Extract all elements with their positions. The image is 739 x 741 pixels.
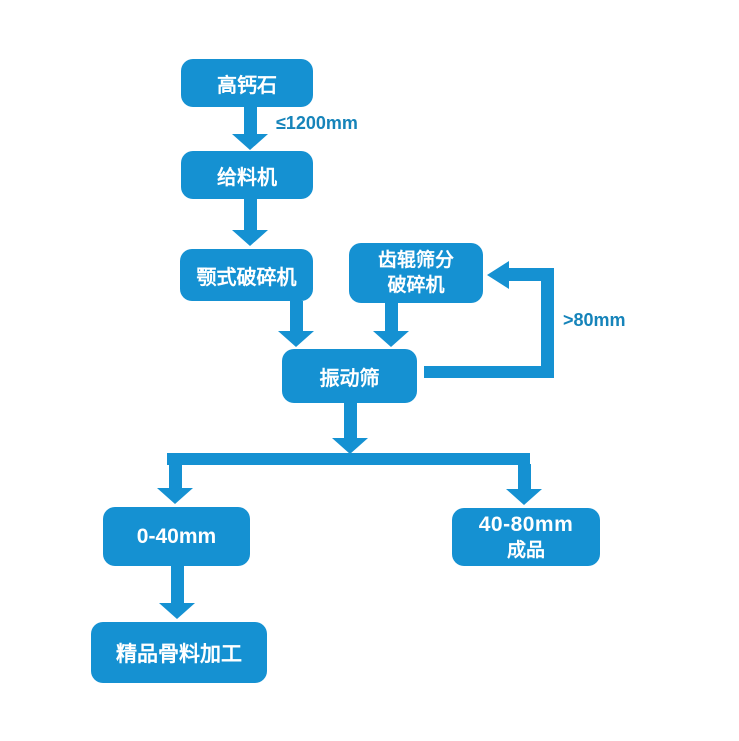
node-feeder: 给料机 <box>181 151 313 199</box>
edge-label-oversize: >80mm <box>563 310 626 330</box>
arrow-down-icon <box>506 489 542 505</box>
arrow-bar <box>243 198 257 232</box>
arrow-bar <box>384 303 398 333</box>
arrow-down-icon <box>232 134 268 150</box>
arrow-splitter-to-product-40-80 <box>506 464 542 505</box>
node-roller-crusher-label-line1: 齿辊筛分 <box>377 250 454 271</box>
arrow-bar <box>170 566 184 605</box>
feedback-top-bar <box>509 268 554 281</box>
node-product-0-40-label: 0-40mm <box>136 524 217 548</box>
arrow-feeder-to-jaw-crusher <box>232 198 268 246</box>
node-feeder-label: 给料机 <box>217 166 277 189</box>
arrow-roller-crusher-to-screen <box>373 303 409 347</box>
node-jaw-crusher-label: 颚式破碎机 <box>196 266 297 289</box>
arrow-splitter-to-product-0-40 <box>157 464 193 504</box>
arrow-down-icon <box>159 603 195 619</box>
node-product-40-80-label-line1: 40-80mm <box>478 512 574 536</box>
arrow-bar <box>517 464 531 491</box>
feedback-vertical-bar <box>541 268 554 378</box>
arrow-down-icon <box>332 438 368 454</box>
node-roller-crusher-label-line2: 破碎机 <box>387 275 445 296</box>
arrow-source-to-feeder <box>232 106 268 150</box>
node-source: 高钙石 <box>181 59 313 107</box>
node-vibrating-screen-label: 振动筛 <box>319 367 380 390</box>
splitter-bar <box>167 453 530 465</box>
arrow-bar <box>243 106 257 136</box>
arrow-down-icon <box>232 230 268 246</box>
arrow-bar <box>289 301 303 333</box>
edge-label-max-feed: ≤1200mm <box>276 113 358 133</box>
node-aggregate-label: 精品骨料加工 <box>116 642 242 666</box>
arrow-jaw-crusher-to-screen <box>278 301 314 347</box>
arrow-down-icon <box>278 331 314 347</box>
arrow-screen-to-splitter <box>332 403 368 454</box>
arrow-bar <box>168 464 182 490</box>
arrow-down-icon <box>373 331 409 347</box>
node-vibrating-screen: 振动筛 <box>282 349 417 403</box>
node-product-0-40: 0-40mm <box>103 507 250 566</box>
node-product-40-80: 40-80mm 成品 <box>452 508 600 566</box>
arrow-down-icon <box>157 488 193 504</box>
node-jaw-crusher: 颚式破碎机 <box>180 249 313 301</box>
node-aggregate: 精品骨料加工 <box>91 622 267 683</box>
arrow-bar <box>343 403 357 440</box>
arrow-product-0-40-to-aggregate <box>159 566 195 619</box>
node-source-label: 高钙石 <box>217 74 277 97</box>
node-product-40-80-label-line2: 成品 <box>506 539 545 561</box>
node-roller-crusher: 齿辊筛分 破碎机 <box>349 243 483 303</box>
arrow-left-icon <box>487 261 509 289</box>
feedback-bottom-bar <box>424 366 554 378</box>
